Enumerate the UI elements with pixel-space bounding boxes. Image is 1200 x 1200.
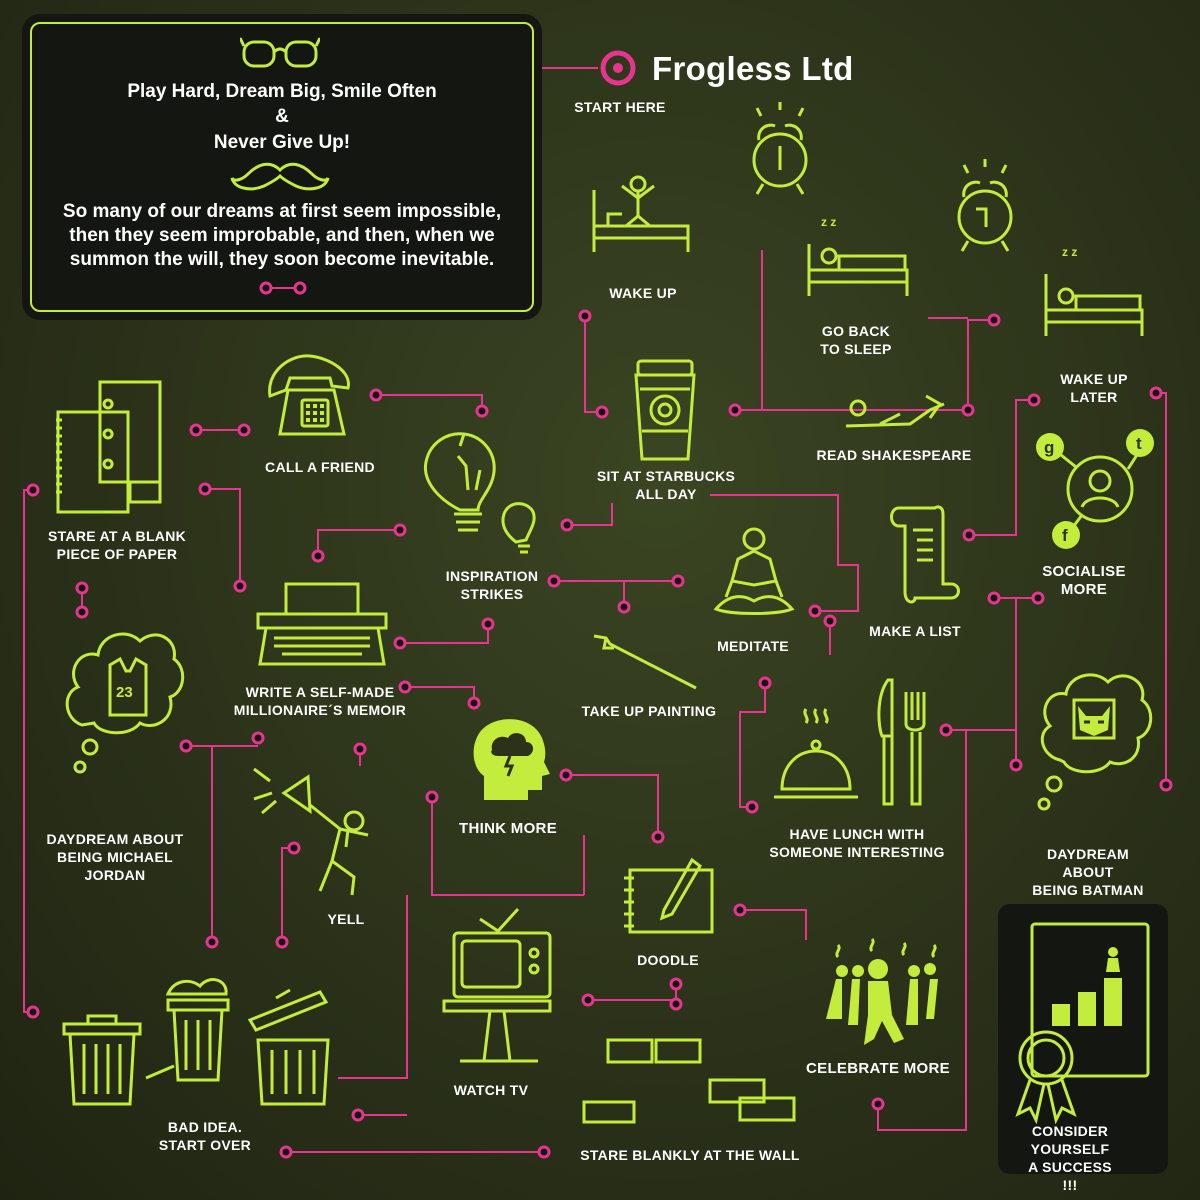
celebrating-crowd-icon [826, 937, 938, 1045]
brand-name: Frogless Ltd [652, 50, 854, 87]
quote-line-2: Never Give Up! [213, 132, 351, 153]
svg-text:z z: z z [1062, 245, 1077, 259]
node-call-a-friend: CALL A FRIEND [265, 459, 375, 475]
node-socialise-more: SOCIALISE MORE [1042, 563, 1126, 598]
node-think-more: THINK MORE [459, 820, 557, 837]
social-g-label: g [1044, 438, 1054, 457]
paintbrush-icon [593, 634, 697, 690]
thinking-head-icon [473, 719, 550, 800]
node-write-memoir: WRITE A SELF-MADE MILLIONAIRE´S MEMOIR [233, 684, 407, 718]
alarm-clock-icon [957, 159, 1013, 252]
node-celebrate-more: CELEBRATE MORE [806, 1060, 950, 1077]
node-take-up-painting: TAKE UP PAINTING [581, 703, 717, 719]
notebook-icon [56, 380, 162, 514]
mustache-icon [230, 162, 330, 191]
jersey-number: 23 [116, 684, 133, 701]
doodle-pad-icon [624, 857, 714, 934]
wake-up-bed-icon [592, 175, 690, 252]
node-read-shakespeare: READ SHAKESPEARE [816, 447, 972, 463]
scroll-list-icon [890, 505, 960, 604]
lightbulb-icon [423, 432, 536, 554]
social-t-label: t [1136, 434, 1142, 453]
trash-cans-icon [62, 978, 330, 1106]
meditate-icon [713, 527, 795, 615]
node-meditate: MEDITATE [717, 638, 789, 654]
quote-ampersand: & [275, 106, 289, 127]
node-wake-up: WAKE UP [609, 285, 677, 301]
node-watch-tv: WATCH TV [453, 1082, 529, 1098]
node-inspiration-strikes: INSPIRATION STRIKES [445, 568, 539, 602]
start-target-icon [600, 50, 636, 86]
node-stare-at-wall: STARE BLANKLY AT THE WALL [580, 1147, 800, 1163]
node-consider-success: CONSIDER YOURSELF A SUCCESS !!! [1028, 1123, 1112, 1193]
sleeping-bed-icon: z z [807, 215, 909, 296]
quote-line-1: Play Hard, Dream Big, Smile Often [127, 81, 437, 102]
television-icon [442, 907, 552, 1063]
coffee-cup-icon [634, 359, 696, 461]
node-sit-at-starbucks: SIT AT STARBUCKS ALL DAY [596, 468, 736, 502]
typewriter-icon [256, 582, 388, 666]
glasses-icon [240, 37, 320, 68]
node-yell: YELL [327, 911, 365, 927]
quote-body-text: So many of our dreams at first seem impo… [62, 201, 502, 270]
node-bad-idea: BAD IDEA. START OVER [158, 1119, 252, 1153]
quote-link-icon [259, 281, 307, 295]
knife-fork-icon [877, 678, 926, 806]
success-panel: CONSIDER YOURSELF A SUCCESS !!! [998, 904, 1168, 1193]
success-chart-medal-icon [1015, 922, 1150, 1124]
bricks-icon [582, 1038, 796, 1124]
social-network-icon: g t f [1036, 429, 1154, 549]
svg-text:z z: z z [821, 215, 836, 229]
yelling-person-icon [253, 767, 369, 896]
food-cloche-icon [774, 708, 858, 799]
thought-bubble-batman-icon [1037, 673, 1153, 811]
start-here-label: START HERE [574, 99, 666, 115]
node-have-lunch: HAVE LUNCH WITH SOMEONE INTERESTING [769, 826, 945, 860]
telephone-icon [268, 354, 350, 436]
node-daydream-jordan: DAYDREAM ABOUT BEING MICHAEL JORDAN [46, 831, 184, 883]
alarm-clock-icon [752, 102, 808, 195]
quote-panel: Play Hard, Dream Big, Smile Often & Neve… [30, 22, 534, 312]
node-daydream-batman: DAYDREAM ABOUT BEING BATMAN [1032, 846, 1144, 898]
reading-person-icon [845, 394, 945, 428]
node-go-back-to-sleep: GO BACK TO SLEEP [820, 323, 892, 357]
node-make-a-list: MAKE A LIST [869, 623, 961, 639]
social-f-label: f [1062, 526, 1068, 545]
sleeping-bed-icon: z z [1044, 245, 1144, 336]
node-doodle: DOODLE [637, 952, 699, 968]
node-wake-up-later: WAKE UP LATER [1060, 371, 1128, 405]
node-stare-at-blank-paper: STARE AT A BLANK PIECE OF PAPER [47, 528, 187, 562]
thought-bubble-jersey-icon: 23 [65, 632, 185, 774]
